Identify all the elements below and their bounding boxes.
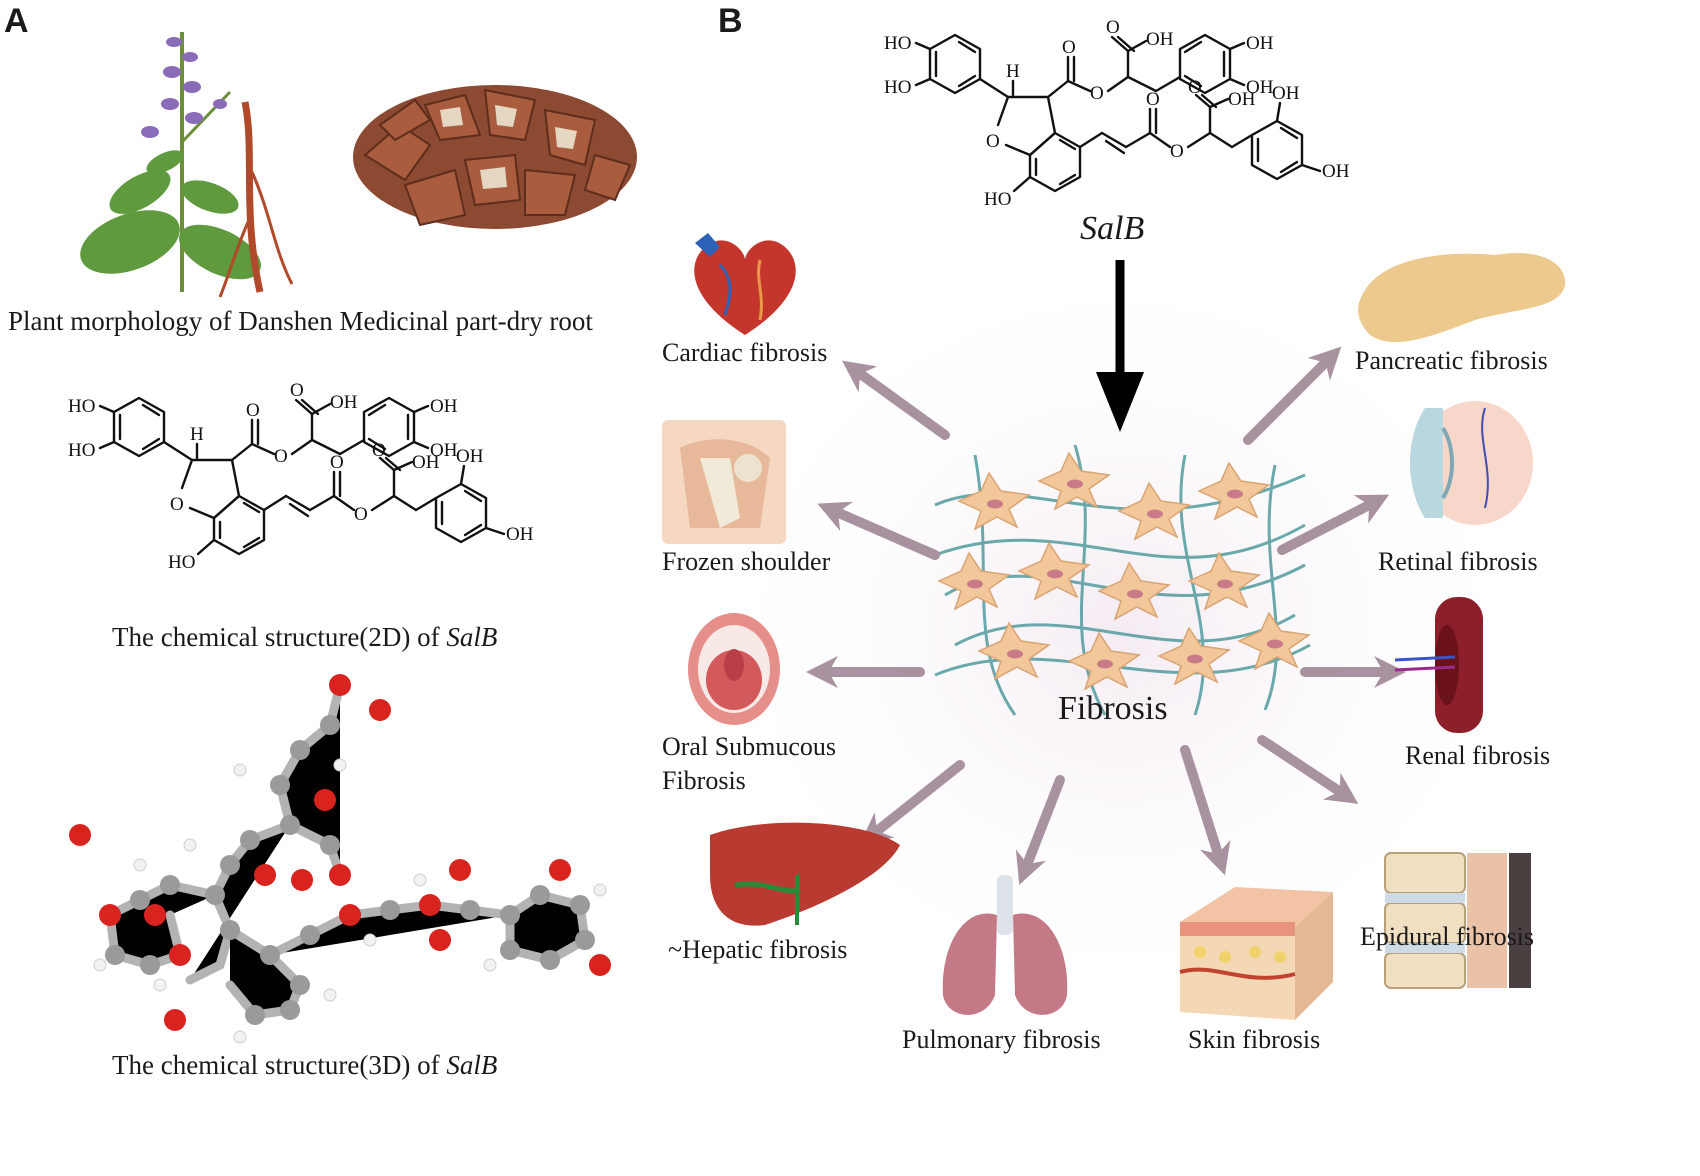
label-oral-fibrosis: Fibrosis [662,766,746,795]
liver-icon [710,822,900,926]
compound-name: SalB [446,622,498,652]
label-skin-fibrosis: Skin fibrosis [1188,1025,1321,1054]
eye-icon [1410,401,1533,525]
compound-name: SalB [446,1050,498,1080]
caption-2d-structure: The chemical structure(2D) of SalB [112,622,498,652]
dry-root-pieces-photo [353,85,637,229]
panel-label-b: B [718,2,743,40]
background-glow [700,250,1540,1010]
arrow-cardiac [842,360,950,440]
spine-icon [1384,852,1531,989]
shoulder-icon [662,420,786,544]
label-cardiac-fibrosis: Cardiac fibrosis [662,338,828,367]
fibrosis-tissue-illustration [934,444,1311,716]
salb-label: SalB [1080,210,1145,247]
arrow-frozen-shoulder [817,501,940,560]
kidney-icon [1394,597,1483,733]
label-hepatic-fibrosis: ~Hepatic fibrosis [668,935,848,964]
mouth-icon [688,613,780,725]
label-frozen-shoulder: Frozen shoulder [662,547,831,576]
black-arrow [1096,260,1144,432]
caption-3d-structure: The chemical structure(3D) of SalB [112,1050,498,1080]
label-renal-fibrosis: Renal fibrosis [1405,741,1551,770]
lungs-icon [942,875,1068,1015]
pancreas-icon [1358,253,1566,343]
arrow-pancreatic [1243,346,1342,445]
label-pancreatic-fibrosis: Pancreatic fibrosis [1355,346,1548,375]
salb-3d-model [69,674,611,1044]
label-epidural-fibrosis: Epidural fibrosis [1360,922,1535,951]
label-oral-submucous: Oral Submucous [662,732,837,761]
label-pulmonary-fibrosis: Pulmonary fibrosis [902,1025,1101,1054]
arrow-epidural [1257,735,1359,804]
panel-label-a: A [4,2,29,40]
danshen-plant-illustration [80,32,294,298]
arrow-skin [1180,745,1231,876]
skin-icon [1179,887,1333,1020]
heart-icon [694,233,796,335]
arrow-pulmonary [1015,775,1065,885]
arrow-retinal [1277,494,1390,555]
fibrosis-label: Fibrosis [1058,690,1168,727]
label-retinal-fibrosis: Retinal fibrosis [1378,547,1538,576]
arrow-hepatic [859,760,965,845]
caption-plant-morphology: Plant morphology of Danshen Medicinal pa… [8,306,593,336]
